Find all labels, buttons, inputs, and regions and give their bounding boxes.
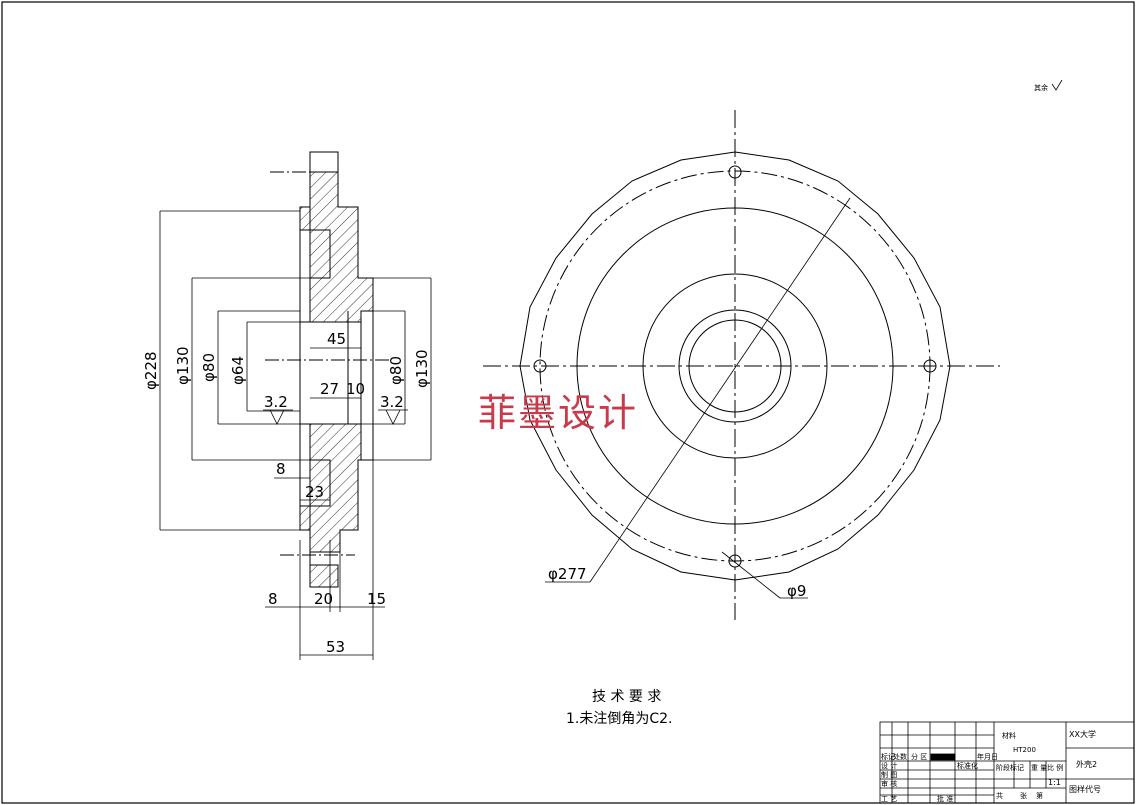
- section-outline: [299, 151, 374, 588]
- section-view: [159, 151, 432, 660]
- header-mark: 标记: [881, 752, 895, 761]
- part-name: 外壳2: [1076, 759, 1097, 769]
- dim-d130-left: φ130: [174, 346, 192, 385]
- dim-d9: φ9: [787, 582, 806, 600]
- material-value: HT200: [1013, 746, 1036, 754]
- watermark: 菲墨设计: [478, 391, 638, 435]
- front-view: [483, 110, 1000, 620]
- leader-d277-diag: [589, 197, 851, 583]
- row-review: 审 核: [881, 779, 897, 788]
- tech-requirement-1: 1.未注倒角为C2.: [566, 711, 673, 727]
- school-name: XX大学: [1069, 729, 1096, 739]
- dim-d277: φ277: [548, 565, 587, 583]
- dim-53: 53: [326, 638, 345, 656]
- leader-d9: [721, 551, 781, 599]
- roughness-note-text: 其余: [1034, 83, 1048, 92]
- dim-d130-right: φ130: [413, 349, 431, 388]
- roughness-symbol-icon: [1051, 79, 1063, 91]
- header-approve: 批 准: [937, 794, 953, 803]
- drawing-no-label: 图样代号: [1069, 784, 1101, 794]
- dim-10: 10: [346, 380, 365, 398]
- header-date: 年月日: [977, 752, 998, 761]
- section-hatch: [299, 151, 374, 588]
- dim-20: 20: [314, 590, 333, 608]
- header-zone: 分 区: [911, 752, 927, 761]
- dim-d64: φ64: [229, 356, 247, 385]
- dim-d80-right: φ80: [387, 356, 405, 385]
- header-weight: 重 量: [1031, 764, 1047, 772]
- header-ratio: 比 例: [1047, 763, 1063, 772]
- dim-8-bottom: 8: [268, 590, 278, 608]
- roughness-value-right: 3.2: [380, 393, 404, 411]
- row-design: 设 计: [881, 761, 897, 770]
- header-std: 标准化: [957, 761, 978, 770]
- tech-requirements: 技 术 要 求 1.未注倒角为C2.: [566, 689, 673, 727]
- section-dim-labels: φ228 φ130 φ80 φ64 45 27 10 φ80 φ130 3.2 …: [142, 330, 431, 656]
- row-process: 工 艺: [881, 795, 897, 803]
- header-sheets: 共: [996, 791, 1003, 800]
- header-di: 第: [1036, 791, 1043, 800]
- header-zhang: 张: [1020, 791, 1027, 800]
- roughness-value-left: 3.2: [264, 393, 288, 411]
- front-dim-labels: φ277 φ9: [548, 565, 806, 600]
- dim-d228: φ228: [142, 351, 160, 390]
- dim-45: 45: [327, 330, 346, 348]
- scale-value: 1:1: [1048, 778, 1061, 787]
- dim-27: 27: [320, 380, 339, 398]
- dim-8-mid: 8: [276, 460, 286, 478]
- title-block-fill-mark: [930, 753, 956, 761]
- material-label: 材料: [1002, 731, 1016, 740]
- title-block: [879, 721, 1135, 804]
- header-count: 处数: [893, 752, 907, 761]
- header-stage: 阶段标记: [996, 763, 1024, 772]
- dim-15: 15: [367, 590, 386, 608]
- roughness-note: 其余: [1034, 79, 1063, 92]
- tech-requirements-title: 技 术 要 求: [592, 689, 661, 705]
- dim-23: 23: [305, 483, 324, 501]
- title-block-text: 材料 HT200 XX大学 外壳2 图样代号 1:1 标记 处数 分 区 年月日…: [881, 729, 1101, 803]
- dim-d80-left: φ80: [200, 353, 218, 382]
- row-draw: 制 图: [881, 770, 897, 779]
